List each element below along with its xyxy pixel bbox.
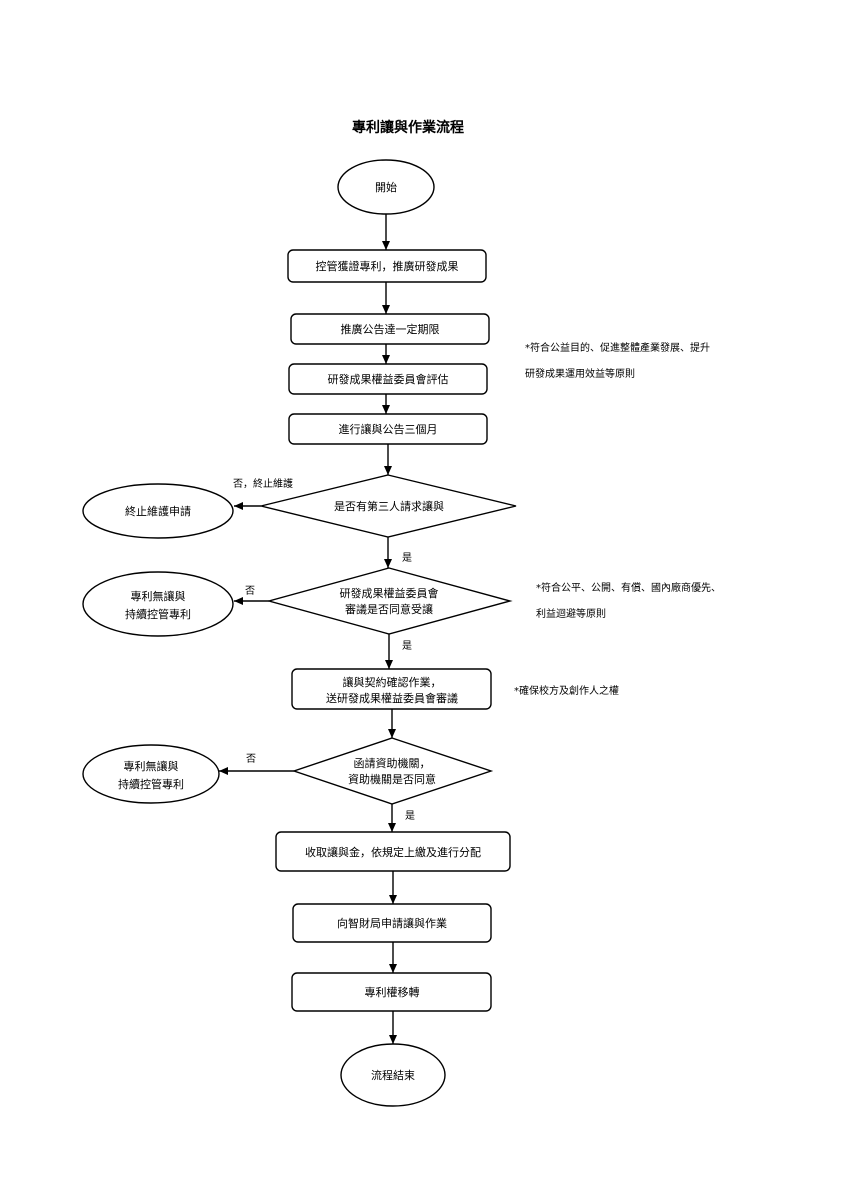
transfer-rights-label: 專利權移轉 bbox=[365, 986, 420, 999]
note-1-line1: *符合公益目的、促進整體產業發展、提升 bbox=[525, 341, 710, 354]
edge-label-no-terminate: 否，終止維護 bbox=[233, 477, 293, 490]
transfer-notice-label: 進行讓與公告三個月 bbox=[339, 422, 438, 436]
manage-patent-label: 控管獲證專利，推廣研發成果 bbox=[316, 259, 459, 273]
committee-decision-diamond bbox=[269, 568, 510, 634]
edge-label-yes-1: 是 bbox=[402, 552, 412, 564]
committee-eval-label: 研發成果權益委員會評估 bbox=[328, 372, 449, 386]
collect-fee-label: 收取讓與金，依規定上繳及進行分配 bbox=[305, 845, 481, 859]
apply-tipo-label: 向智財局申請讓與作業 bbox=[337, 916, 447, 930]
third-party-decision-label: 是否有第三人請求讓與 bbox=[334, 499, 444, 513]
note-2-line1: *符合公平、公開、有償、國內廠商優先、 bbox=[536, 581, 721, 594]
no-transfer-2-line1: 專利無讓與 bbox=[124, 759, 179, 773]
edge-label-no-1: 否 bbox=[245, 585, 255, 597]
promote-notice-label: 推廣公告達一定期限 bbox=[341, 322, 440, 336]
no-transfer-1-line1: 專利無讓與 bbox=[131, 589, 186, 603]
note-2-line2: 利益迴避等原則 bbox=[536, 607, 606, 620]
edge-label-yes-2: 是 bbox=[402, 640, 412, 652]
edge-label-yes-3: 是 bbox=[405, 810, 415, 822]
committee-decision-label-line1: 研發成果權益委員會 bbox=[340, 586, 439, 600]
terminate-label: 終止維護申請 bbox=[125, 504, 191, 518]
end-label: 流程結束 bbox=[371, 1068, 415, 1082]
start-label: 開始 bbox=[375, 180, 397, 194]
no-transfer-oval-1 bbox=[83, 572, 233, 636]
note-1-line2: 研發成果運用效益等原則 bbox=[525, 367, 635, 380]
funding-decision-line2: 資助機關是否同意 bbox=[348, 772, 436, 786]
funding-decision-diamond bbox=[294, 738, 491, 804]
contract-confirm-line2: 送研發成果權益委員會審議 bbox=[326, 691, 458, 705]
edge-label-no-2: 否 bbox=[246, 753, 256, 765]
funding-decision-line1: 函請資助機關， bbox=[354, 756, 431, 770]
no-transfer-1-line2: 持續控管專利 bbox=[125, 607, 191, 621]
committee-decision-label-line2: 審議是否同意受讓 bbox=[345, 602, 433, 616]
flowchart-title: 專利讓與作業流程 bbox=[352, 119, 464, 136]
no-transfer-oval-2 bbox=[83, 745, 219, 803]
contract-confirm-line1: 讓與契約確認作業， bbox=[343, 675, 442, 689]
no-transfer-2-line2: 持續控管專利 bbox=[118, 777, 184, 791]
note-3: *確保校方及創作人之權 bbox=[514, 684, 619, 697]
